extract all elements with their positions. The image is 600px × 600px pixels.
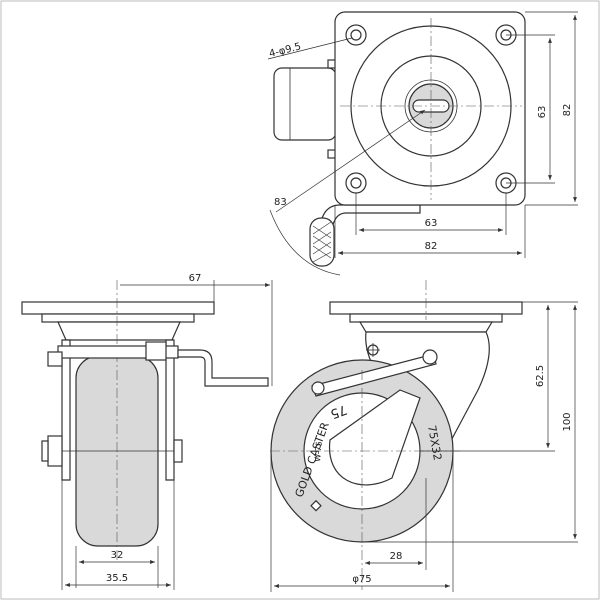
dim-hole-pitch-vertical: 63 bbox=[537, 106, 548, 119]
dim-offset: 28 bbox=[390, 551, 403, 562]
top-view: 4-φ9.5 63 82 83 63 82 bbox=[267, 11, 578, 276]
dim-swing-radius: 83 bbox=[274, 197, 287, 208]
dim-axle-height: 62.5 bbox=[535, 365, 546, 387]
fork-leg-right bbox=[165, 339, 175, 481]
dim-overall-width: 67 bbox=[189, 273, 202, 284]
dim-bolt-holes: 4-φ9.5 bbox=[268, 41, 302, 60]
front-view: 67 32 35.5 bbox=[21, 273, 273, 590]
marking-number: 75 bbox=[328, 401, 349, 421]
fork-leg-left bbox=[61, 339, 71, 481]
dim-fork-width: 35.5 bbox=[106, 573, 128, 584]
logo-mark bbox=[310, 499, 322, 512]
dim-wheel-diameter: φ75 bbox=[352, 574, 371, 585]
marking-size: 75X32 bbox=[425, 424, 444, 461]
marking-series: W-75 bbox=[313, 441, 324, 462]
dim-hole-pitch-horizontal: 63 bbox=[425, 218, 438, 229]
dim-plate-height: 82 bbox=[562, 104, 573, 117]
brake-lever bbox=[177, 349, 269, 387]
brake-housing bbox=[273, 67, 337, 141]
dim-wheel-width: 32 bbox=[111, 550, 124, 561]
dim-plate-width: 82 bbox=[425, 241, 438, 252]
dim-overall-height: 100 bbox=[562, 412, 573, 431]
front-top-plate bbox=[21, 301, 215, 315]
side-view: GOLD CASTER 75X32 W-75 75 62.5 100 28 φ7… bbox=[270, 280, 578, 592]
